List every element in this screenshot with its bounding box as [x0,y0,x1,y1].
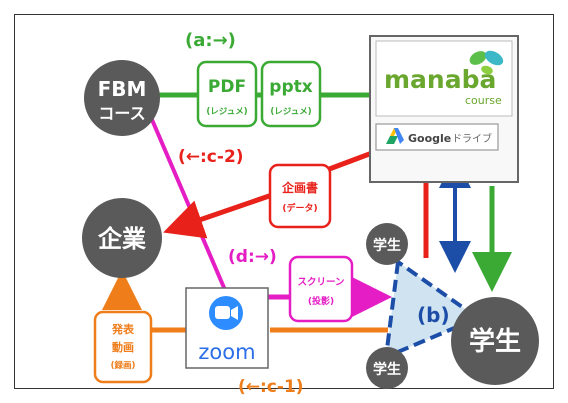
screen-sub: (投影) [308,295,334,307]
zoom-word: zoom [198,340,255,364]
screen-box [288,255,354,323]
pptx-box [260,60,322,128]
student-small-bottom-node [366,347,408,389]
student-small-top-label: 学生 [373,237,401,254]
outer-frame [14,14,554,389]
fbm-course-node [84,60,160,136]
pdf-box [196,60,258,128]
company-label: 企業 [98,225,146,253]
pdf-sub: (レジュメ) [206,107,247,117]
pptx-sub: (レジュメ) [270,107,311,117]
label-c2: (←:c-2) [178,147,244,167]
pptx-title: pptx [269,77,312,97]
student-main-label: 学生 [469,326,521,357]
zoom-camera-icon [209,296,243,330]
plan-box [268,163,332,229]
label-b: (b) [417,303,450,327]
fbm-label-line1: FBM [98,77,147,101]
fbm-label-line2: コース [98,104,145,123]
student-small-top-node [366,223,408,265]
video-line1: 発表 [111,322,135,336]
company-node [82,198,162,278]
plan-title: 企画書 [281,180,318,195]
pdf-title: PDF [208,77,246,97]
video-line2: 動画 [112,340,134,354]
google-brand: Google [408,132,451,145]
manaba-word: manaba [384,65,496,94]
google-drive-icon [386,128,404,144]
manaba-logo-icon [469,50,504,75]
student-group-triangle [383,258,483,361]
screen-title: スクリーン [297,277,344,288]
manaba-sub: course [465,94,502,107]
student-small-bottom-label: 学生 [373,361,401,378]
magenta-line-fbm-zoom [148,114,227,291]
label-d: (d:→) [228,247,277,267]
video-box [93,310,153,384]
google-drive-text: ドライブ [452,132,492,145]
plan-sub: (データ) [282,202,317,214]
red-arrow-plan-company [163,192,273,239]
video-line3: (録画) [111,360,136,371]
label-a: (a:→) [185,30,236,51]
student-main-node [451,297,539,385]
label-c1: (←:c-1) [238,377,304,397]
